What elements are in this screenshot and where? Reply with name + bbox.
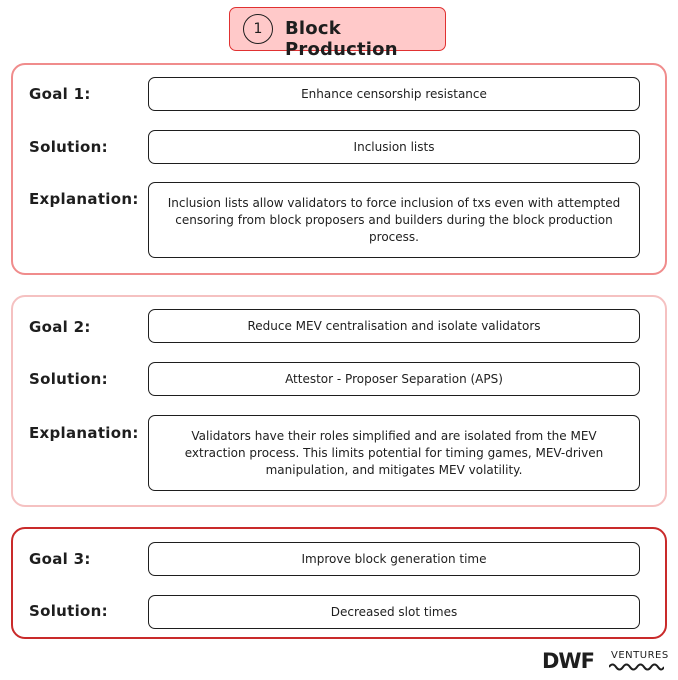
explanation-label: Explanation: <box>29 424 139 442</box>
explanation-label: Explanation: <box>29 190 139 208</box>
explanation-box: Validators have their roles simplified a… <box>148 415 640 491</box>
logo-subtext: VENTURES <box>611 650 669 661</box>
goal-box: Enhance censorship resistance <box>148 77 640 111</box>
goal-panel-2: Goal 2: Reduce MEV centralisation and is… <box>11 295 667 507</box>
section-title: 1 Block Production <box>229 7 446 60</box>
solution-box: Inclusion lists <box>148 130 640 164</box>
dwf-ventures-logo: DWF VENTURES <box>542 649 669 673</box>
solution-box: Decreased slot times <box>148 595 640 629</box>
solution-label: Solution: <box>29 138 108 156</box>
solution-label: Solution: <box>29 370 108 388</box>
logo-wordmark: DWF <box>542 649 595 673</box>
explanation-box: Inclusion lists allow validators to forc… <box>148 182 640 258</box>
step-number-badge: 1 <box>243 14 273 44</box>
goal-panel-1: Goal 1: Enhance censorship resistance So… <box>11 63 667 275</box>
goal-label: Goal 3: <box>29 550 91 568</box>
goal-panel-3: Goal 3: Improve block generation time So… <box>11 527 667 639</box>
logo-wave-icon <box>609 663 664 671</box>
title-text: Block Production <box>285 18 398 60</box>
solution-label: Solution: <box>29 602 108 620</box>
goal-box: Reduce MEV centralisation and isolate va… <box>148 309 640 343</box>
goal-label: Goal 1: <box>29 85 91 103</box>
solution-box: Attestor - Proposer Separation (APS) <box>148 362 640 396</box>
goal-label: Goal 2: <box>29 318 91 336</box>
goal-box: Improve block generation time <box>148 542 640 576</box>
